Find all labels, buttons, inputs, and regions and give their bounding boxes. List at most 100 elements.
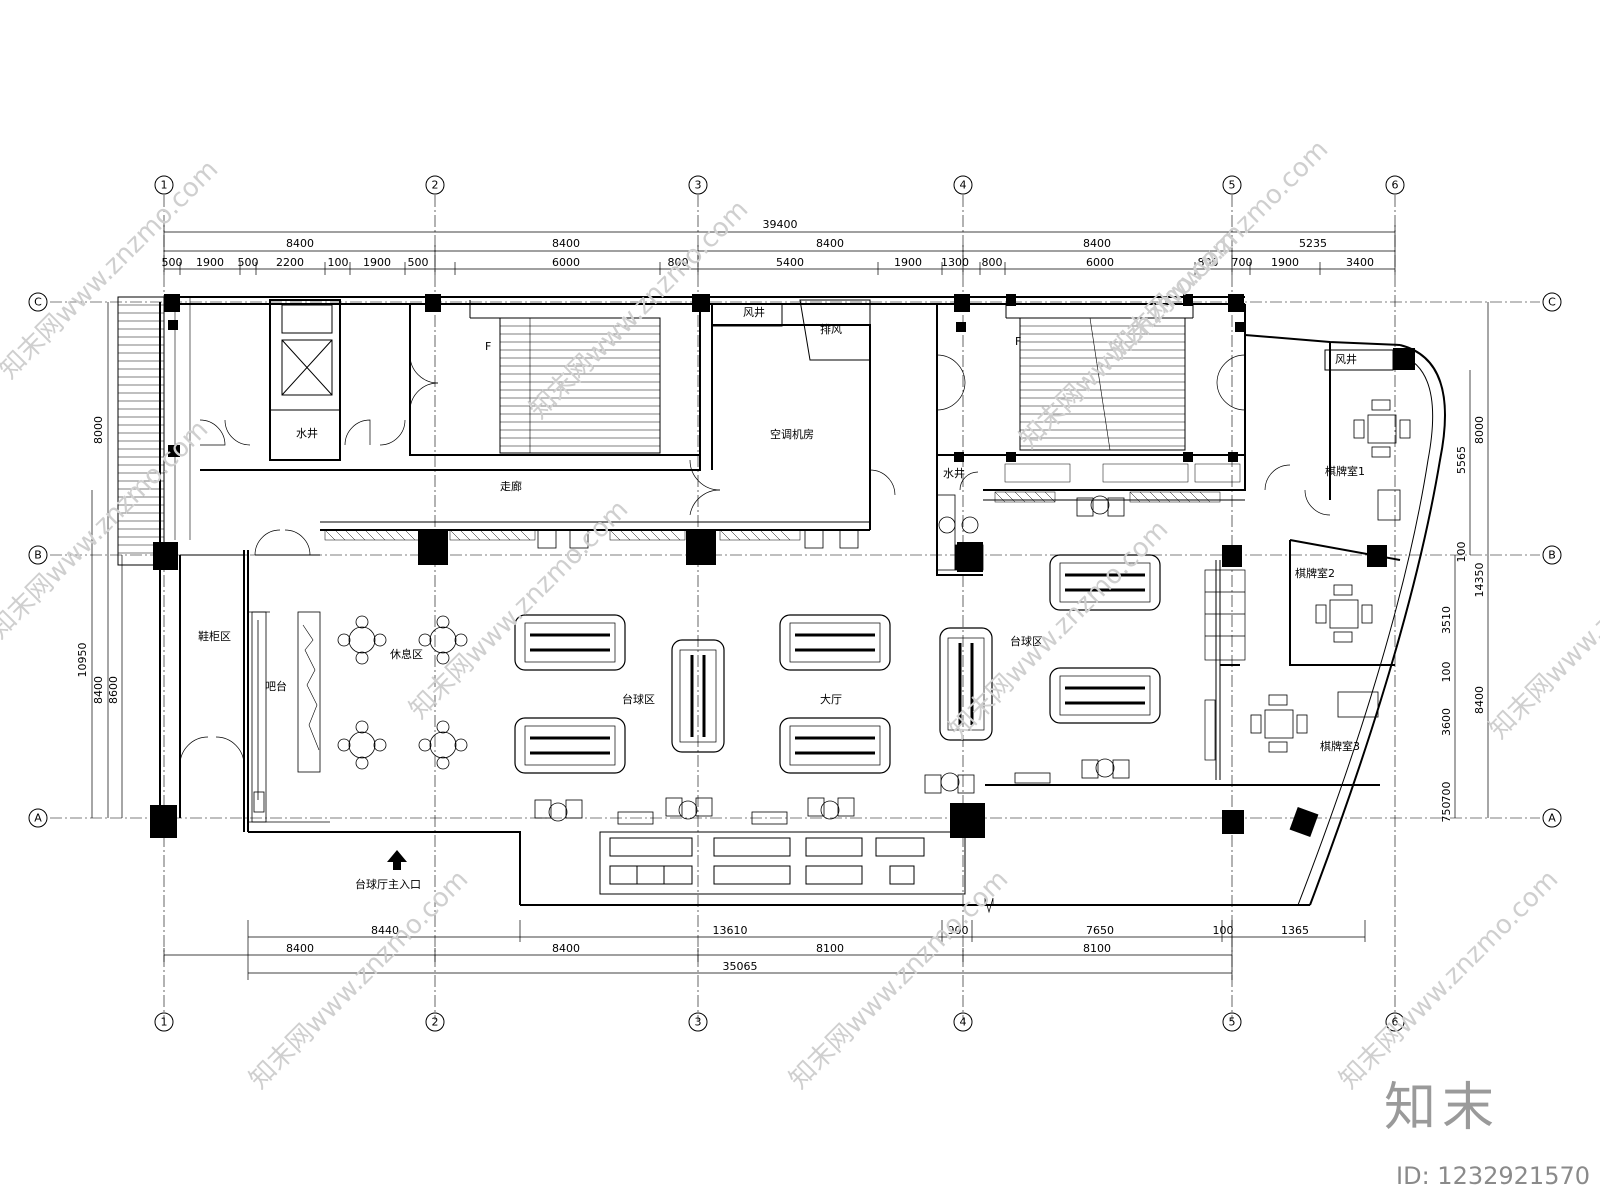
svg-text:700: 700 (1232, 256, 1253, 269)
dim-top-bay-2: 8400 (552, 237, 580, 250)
rest-area-tables (337, 615, 468, 770)
round-table (337, 720, 387, 770)
svg-text:知末网www.znzmo.com: 知末网www.znzmo.com (1334, 864, 1565, 1095)
square-table (1250, 694, 1308, 753)
svg-text:500: 500 (238, 256, 259, 269)
chess-tables (1250, 399, 1411, 753)
svg-text:A: A (1548, 812, 1556, 825)
grid-bubble-bottom-5: 5 (1222, 1012, 1242, 1032)
svg-text:800: 800 (668, 256, 689, 269)
label-chess-room-1: 棋牌室1 (1325, 464, 1365, 478)
interior-walls (180, 299, 1401, 895)
svg-text:8400: 8400 (286, 942, 314, 955)
svg-text:知末网www.znzmo.com: 知末网www.znzmo.com (1484, 514, 1600, 745)
svg-text:1: 1 (161, 179, 168, 192)
svg-text:1300: 1300 (941, 256, 969, 269)
grid-bubble-left-B: B (28, 545, 48, 565)
grid-bubble-top-4: 4 (953, 175, 973, 195)
billiard-table (1049, 554, 1161, 611)
svg-text:14350: 14350 (1473, 563, 1486, 598)
label-billiard-left: 台球区 (622, 692, 655, 706)
svg-text:800: 800 (982, 256, 1003, 269)
grid-bubble-bottom-2: 2 (425, 1012, 445, 1032)
fixtures (936, 494, 984, 571)
svg-text:500: 500 (162, 256, 183, 269)
svg-text:100: 100 (1440, 662, 1453, 683)
label-cashier: 吧台 (265, 679, 287, 693)
locker-strips (324, 463, 1241, 541)
svg-text:6000: 6000 (552, 256, 580, 269)
label-hall: 大厅 (820, 692, 842, 706)
svg-text:750: 750 (1440, 802, 1453, 823)
label-billiard-right: 台球区 (1010, 634, 1043, 648)
shoe-cabinet (1204, 569, 1246, 761)
stair-treads (500, 317, 1185, 453)
structural-columns (150, 294, 1415, 838)
svg-text:8440: 8440 (371, 924, 399, 937)
round-table (337, 615, 387, 665)
billiard-table (939, 627, 993, 741)
billiard-table (514, 614, 626, 671)
svg-text:2: 2 (432, 1016, 439, 1029)
svg-text:知末网www.znzmo.com: 知末网www.znzmo.com (244, 864, 475, 1095)
lounge-seating (534, 495, 1130, 825)
dimension-right: 5565 8000 100 14350 3510 8400 100 3600 7… (1440, 302, 1489, 823)
doors (179, 354, 1331, 766)
label-rest-area: 休息区 (390, 647, 423, 661)
svg-text:700: 700 (1440, 782, 1453, 803)
grid-bubble-bottom-1: 1 (154, 1012, 174, 1032)
svg-text:2: 2 (432, 179, 439, 192)
svg-text:B: B (34, 549, 42, 562)
svg-text:6000: 6000 (1086, 256, 1114, 269)
svg-text:3510: 3510 (1440, 606, 1453, 634)
svg-text:900: 900 (948, 924, 969, 937)
svg-text:3: 3 (695, 179, 702, 192)
svg-text:8000: 8000 (92, 416, 105, 444)
svg-text:3: 3 (695, 1016, 702, 1029)
svg-text:500: 500 (408, 256, 429, 269)
svg-text:知末网www.znzmo.com: 知末网www.znzmo.com (784, 864, 1015, 1095)
svg-text:8600: 8600 (107, 676, 120, 704)
svg-text:8100: 8100 (816, 942, 844, 955)
svg-text:100: 100 (1455, 542, 1468, 563)
svg-text:1365: 1365 (1281, 924, 1309, 937)
grid-bubble-left-A: A (28, 808, 48, 828)
label-wind-1: 风井 (743, 305, 765, 319)
svg-text:1: 1 (161, 1016, 168, 1029)
label-water-2: 水井 (943, 466, 965, 480)
billiard-table (1049, 667, 1161, 724)
svg-text:1900: 1900 (894, 256, 922, 269)
billiard-table (671, 639, 725, 753)
svg-text:3400: 3400 (1346, 256, 1374, 269)
grid-bubble-top-3: 3 (688, 175, 708, 195)
svg-text:1900: 1900 (1271, 256, 1299, 269)
svg-text:B: B (1548, 549, 1556, 562)
svg-text:8000: 8000 (1473, 416, 1486, 444)
cashier-counter (248, 611, 330, 823)
svg-text:1900: 1900 (196, 256, 224, 269)
break-line (984, 897, 994, 914)
svg-text:2200: 2200 (276, 256, 304, 269)
grid-bubble-top-2: 2 (425, 175, 445, 195)
grid-bubble-top-1: 1 (154, 175, 174, 195)
svg-text:3600: 3600 (1440, 708, 1453, 736)
label-dome: F (485, 340, 491, 353)
svg-text:C: C (1548, 296, 1556, 309)
dim-top-total: 39400 (763, 218, 798, 231)
svg-text:5: 5 (1229, 1016, 1236, 1029)
svg-text:8400: 8400 (92, 676, 105, 704)
svg-text:4: 4 (960, 179, 967, 192)
svg-text:5565: 5565 (1455, 446, 1468, 474)
grid-bubble-left-C: C (28, 292, 48, 312)
svg-text:7650: 7650 (1086, 924, 1114, 937)
square-table (1353, 399, 1411, 458)
exterior-walls (159, 296, 1446, 906)
svg-text:100: 100 (1213, 924, 1234, 937)
grid-bubble-right-A: A (1542, 808, 1562, 828)
dimension-left: 8000 10950 8400 8600 (76, 302, 123, 818)
dim-top-bay-3: 8400 (816, 237, 844, 250)
grid-bubble-bottom-4: 4 (953, 1012, 973, 1032)
grid-bubble-top-5: 5 (1222, 175, 1242, 195)
exterior-stairs-left (117, 296, 191, 566)
